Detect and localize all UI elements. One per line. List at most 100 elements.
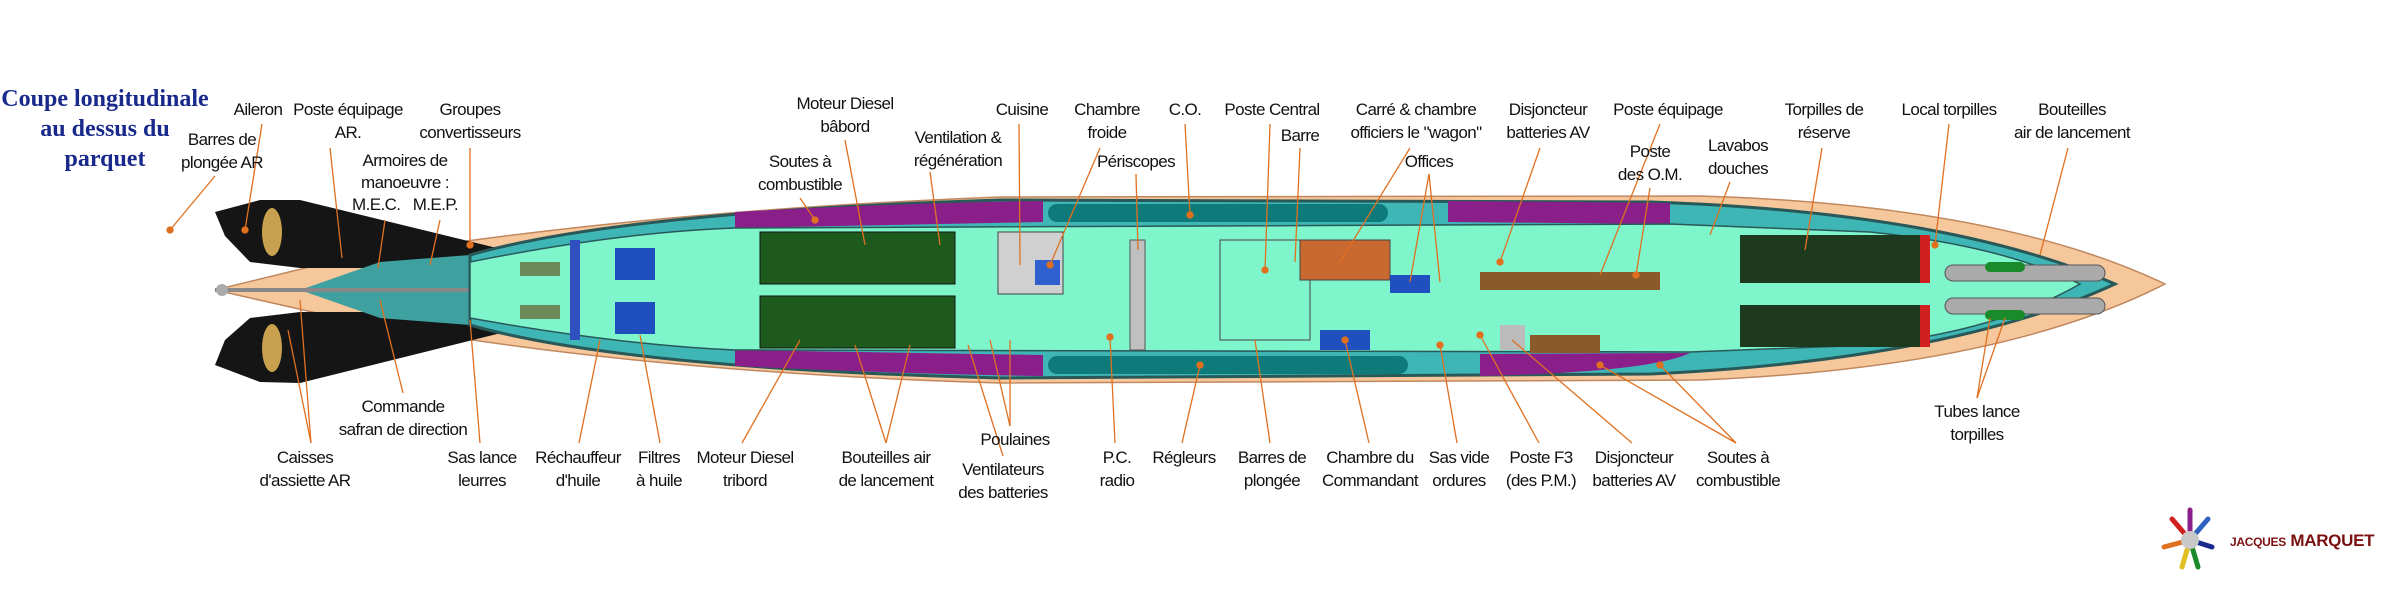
label-offices: Offices (1404, 150, 1454, 173)
label-local-torpilles: Local torpilles (1901, 98, 1998, 121)
label-line: d'huile (555, 471, 601, 490)
label-line: safran de direction (338, 420, 468, 439)
trim-tank-top (1048, 204, 1388, 222)
label-line: à huile (636, 471, 683, 490)
label-co: C.O. (1169, 98, 1202, 121)
label-aileron: Aileron (234, 98, 283, 121)
label-line: Commandant (1321, 471, 1419, 490)
shaft-hub (216, 284, 228, 296)
label-barre: Barre (1281, 124, 1320, 147)
label-regleurs: Régleurs (1152, 446, 1216, 469)
label-line: Offices (1404, 152, 1454, 171)
label-line: P.C. (1102, 448, 1132, 467)
torpedo-warhead-upper (1920, 235, 1930, 283)
diesel-engine-starboard (759, 295, 956, 349)
label-line: plongée AR (181, 153, 264, 172)
label-line: Disjoncteur (1594, 448, 1674, 467)
label-line: manoeuvre : (361, 173, 450, 192)
label-line: Barre (1280, 126, 1320, 145)
label-poste-central: Poste Central (1224, 98, 1320, 121)
air-bottle-lower (1985, 310, 2025, 320)
label-line: plongée (1243, 471, 1301, 490)
label-line: ordures (1432, 471, 1486, 490)
label-line: Chambre (1074, 100, 1140, 119)
leader-lines-bottom (287, 299, 2006, 457)
label-line: Tubes lance (1934, 402, 2020, 421)
label-chambre-commandant: Chambre du Commandant (1321, 446, 1419, 492)
label-line: Barres de (187, 130, 257, 149)
label-line: Réchauffeur (535, 448, 621, 467)
propeller-lower (262, 324, 282, 372)
offices (1390, 275, 1430, 293)
propeller-upper (262, 208, 282, 256)
label-line: Périscopes (1096, 152, 1176, 171)
label-line: des batteries (958, 483, 1048, 502)
label-line: Poste Central (1224, 100, 1320, 119)
label-rechauffeur-huile: Réchauffeur d'huile (535, 446, 621, 492)
crew-bunk-aft-lower (520, 305, 560, 319)
label-line: Cuisine (995, 100, 1049, 119)
label-line: Régleurs (1152, 448, 1216, 467)
label-line: C.O. (1168, 100, 1202, 119)
label-line: torpilles (1950, 425, 2004, 444)
label-line: Disjoncteur (1508, 100, 1588, 119)
label-line: Bouteilles air (841, 448, 932, 467)
label-filtres-huile: Filtres à huile (636, 446, 683, 492)
diagram-title: Coupe longitudinale au dessus du parquet (0, 84, 210, 174)
logo-first-name: Jacques (2230, 535, 2286, 549)
label-line: tribord (722, 471, 768, 490)
trim-tank-bottom (1048, 356, 1408, 374)
label-soutes-combustible-top: Soutes à combustible (757, 150, 843, 196)
label-poulaines: Poulaines (980, 428, 1050, 451)
air-bottle-upper (1985, 262, 2025, 272)
torpedo-tube-lower (1944, 297, 2106, 315)
label-line: Chambre du (1326, 448, 1414, 467)
label-moteur-diesel-tribord: Moteur Diesel tribord (696, 446, 794, 492)
label-line: Lavabos (1707, 136, 1769, 155)
label-line: AR. (334, 123, 362, 142)
author-logo: Jacques MARQUET (2150, 505, 2380, 575)
label-line: Soutes à (1706, 448, 1770, 467)
label-line: Moteur Diesel (796, 94, 894, 113)
title-line-3: parquet (64, 146, 146, 172)
label-line: Soutes à (768, 152, 832, 171)
label-line: Filtres (637, 448, 681, 467)
label-line: d'assiette AR (259, 471, 351, 490)
label-line: douches (1707, 159, 1769, 178)
label-line: combustible (757, 175, 843, 194)
label-line: Commande (361, 397, 445, 416)
torpedo-warhead-lower (1920, 305, 1930, 347)
label-line: Poste (1629, 142, 1671, 161)
label-line: radio (1099, 471, 1135, 490)
reserve-torpedoes-lower (1740, 305, 1925, 347)
torpedo-tube-upper (1944, 264, 2106, 282)
fuel-tank-bottom-aft (735, 350, 1043, 376)
breaker-box (1500, 325, 1525, 350)
label-line: Ventilation & (914, 128, 1002, 147)
label-sas-vide-ordures: Sas vide ordures (1428, 446, 1490, 492)
label-cuisine: Cuisine (996, 98, 1049, 121)
label-line: Moteur Diesel (696, 448, 794, 467)
leader-lines-top (166, 123, 2069, 283)
label-line: Sas lance (447, 448, 517, 467)
label-line: Aileron (233, 100, 283, 119)
title-line-1: Coupe longitudinale (1, 86, 209, 112)
label-line: Local torpilles (1901, 100, 1998, 119)
label-line: (des P.M.) (1505, 471, 1577, 490)
label-line: Sas vide (1428, 448, 1490, 467)
title-line-2: au dessus du (40, 116, 170, 142)
label-line: Barres de (1237, 448, 1307, 467)
logo-last-name: MARQUET (2290, 531, 2375, 550)
periscope-well (1129, 239, 1146, 351)
